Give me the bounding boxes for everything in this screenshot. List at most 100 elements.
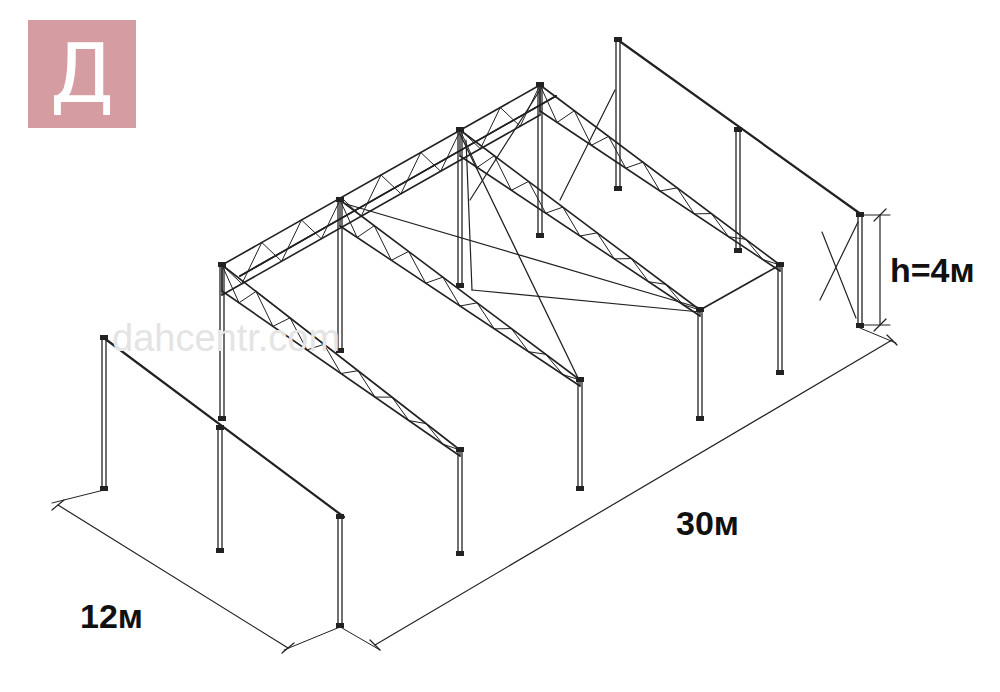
truss-chord xyxy=(222,85,540,265)
roof-brace xyxy=(460,134,578,378)
truss-web xyxy=(409,421,426,424)
truss-web xyxy=(677,188,694,214)
truss-web xyxy=(222,265,239,303)
truss-web xyxy=(460,303,477,306)
truss-web xyxy=(340,200,357,237)
truss-web xyxy=(580,233,597,236)
base-plate xyxy=(576,486,584,491)
truss-web xyxy=(443,444,460,450)
truss-web xyxy=(222,265,242,284)
base-plate xyxy=(614,186,622,191)
wall-brace xyxy=(820,222,858,300)
truss-web xyxy=(494,328,511,329)
truss-web xyxy=(409,251,426,283)
base-plate xyxy=(776,370,784,375)
truss-web xyxy=(626,162,643,168)
extension-line xyxy=(284,627,340,650)
truss-web xyxy=(358,371,375,397)
truss-web xyxy=(391,251,408,260)
base-plate xyxy=(216,548,224,553)
truss-web xyxy=(597,233,614,259)
truss-web xyxy=(694,213,711,214)
truss-web xyxy=(660,188,677,191)
column xyxy=(461,130,462,285)
base-plate xyxy=(734,248,742,253)
truss-chord xyxy=(240,96,556,276)
truss-web xyxy=(426,424,443,445)
truss-web xyxy=(563,207,580,236)
truss-web xyxy=(480,108,500,149)
column xyxy=(217,428,218,550)
truss-chord xyxy=(222,291,460,456)
column xyxy=(221,428,222,550)
truss-web xyxy=(443,277,460,306)
truss-web xyxy=(341,371,358,374)
base-plate xyxy=(856,323,864,328)
column xyxy=(697,310,698,418)
truss-web xyxy=(392,397,409,421)
truss-web xyxy=(546,354,563,374)
truss-web xyxy=(239,291,256,302)
extension-line xyxy=(864,325,890,326)
column xyxy=(861,215,862,325)
dimension-line xyxy=(58,505,288,648)
extension-line xyxy=(52,490,104,503)
truss-web xyxy=(649,282,666,285)
truss-web xyxy=(374,226,391,261)
truss-chord xyxy=(460,130,700,310)
column xyxy=(105,338,106,488)
truss-web xyxy=(398,96,556,186)
truss-chord xyxy=(540,111,780,271)
base-plate xyxy=(696,416,704,421)
truss-web xyxy=(699,310,700,316)
dimension-tick xyxy=(874,209,886,221)
base-plate xyxy=(456,551,464,556)
column xyxy=(541,85,542,235)
truss-web xyxy=(401,153,421,194)
dimension-tick xyxy=(52,500,64,510)
dimension-label: h=4м xyxy=(890,252,975,289)
truss-web xyxy=(461,130,481,149)
truss-web xyxy=(643,162,660,191)
truss-web xyxy=(631,259,648,282)
truss-web xyxy=(529,181,546,213)
column xyxy=(341,200,342,350)
truss-web xyxy=(221,265,222,295)
column xyxy=(777,265,778,372)
column xyxy=(457,130,458,285)
truss-web xyxy=(711,214,728,237)
truss-web xyxy=(609,136,626,168)
truss-web xyxy=(500,108,520,127)
wall-brace xyxy=(466,140,472,290)
truss-chord xyxy=(340,226,580,386)
truss-chord xyxy=(540,85,780,265)
truss-web xyxy=(477,303,494,329)
truss-web xyxy=(666,284,683,304)
truss-web xyxy=(426,277,443,283)
base-plate xyxy=(536,233,544,238)
truss-web xyxy=(242,243,262,284)
dimension-label: 12м xyxy=(80,598,143,635)
truss-web xyxy=(729,237,746,240)
truss-web xyxy=(441,130,461,171)
dimension-tick xyxy=(874,319,886,331)
truss-web xyxy=(746,239,763,259)
column xyxy=(457,450,458,553)
roof-brace xyxy=(346,204,700,308)
gable-beam xyxy=(104,338,344,517)
truss-web xyxy=(321,198,341,239)
watermark: dahcentr.com xyxy=(112,318,340,360)
truss-chord xyxy=(240,96,556,276)
column xyxy=(739,130,740,250)
extension-line xyxy=(864,215,890,216)
truss-web xyxy=(361,175,381,216)
dimension-tick xyxy=(887,335,897,345)
truss-web xyxy=(529,352,546,355)
dimension-line xyxy=(879,215,880,325)
column xyxy=(857,215,858,325)
column xyxy=(337,517,338,625)
extension-line xyxy=(342,628,380,650)
wall-brace xyxy=(472,290,700,312)
truss-web xyxy=(357,226,374,238)
truss-web xyxy=(375,397,392,398)
